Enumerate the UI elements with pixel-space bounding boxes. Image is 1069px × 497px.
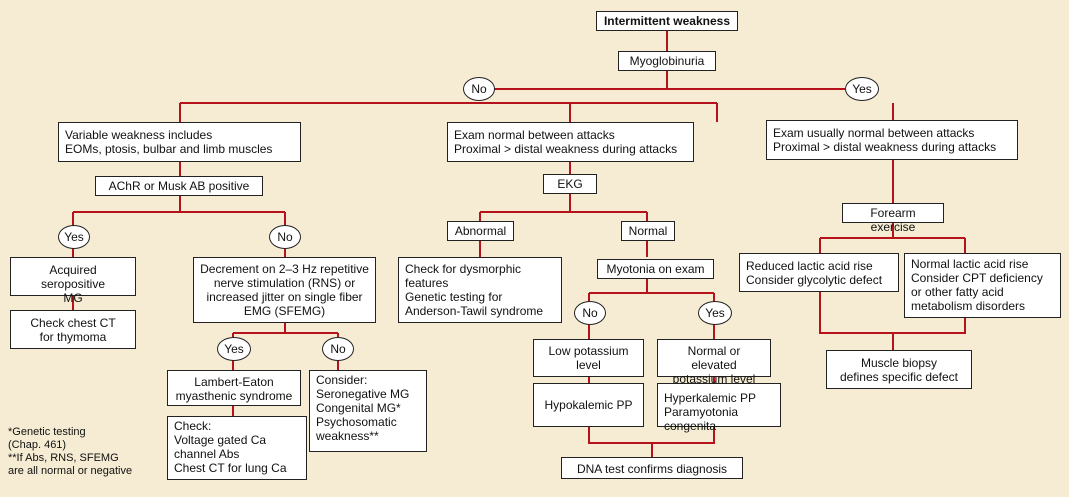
- normal-box: Normal: [621, 221, 675, 241]
- myotonia-box: Myotonia on exam: [597, 259, 714, 279]
- exam-usually-normal-box: Exam usually normal between attacks Prox…: [766, 120, 1018, 160]
- forearm-exercise-box: Forearm exercise: [842, 203, 944, 234]
- hypokalemic-box: Hypokalemic PP: [533, 383, 644, 427]
- check-vgcc-box: Check: Voltage gated Ca channel Abs Ches…: [167, 416, 307, 480]
- decrement-rns-box: Decrement on 2–3 Hz repetitive nerve sti…: [193, 257, 376, 323]
- ekg-box: EKG: [543, 174, 597, 194]
- achr-yes-oval: Yes: [58, 225, 90, 249]
- hyperkalemic-box: Hyperkalemic PP Paramyotonia congenita: [657, 383, 781, 433]
- decrement-no-oval: No: [322, 337, 354, 361]
- consider-box: Consider: Seronegative MG Congenital MG*…: [309, 370, 427, 452]
- low-potassium-box: Low potassium level: [533, 339, 644, 377]
- exam-normal-box: Exam normal between attacks Proximal > d…: [447, 122, 694, 162]
- reduced-lactic-box: Reduced lactic acid rise Consider glycol…: [739, 253, 899, 292]
- myoglobinuria-yes-oval: Yes: [845, 77, 879, 101]
- achr-no-oval: No: [269, 225, 301, 249]
- myotonia-no-oval: No: [574, 301, 606, 325]
- myoglobinuria-box: Myoglobinuria: [618, 51, 716, 71]
- dna-test-box: DNA test confirms diagnosis: [561, 457, 743, 479]
- footnote: *Genetic testing (Chap. 461) **If Abs, R…: [8, 426, 133, 477]
- decrement-yes-oval: Yes: [217, 337, 251, 361]
- muscle-biopsy-box: Muscle biopsy defines specific defect: [826, 350, 972, 389]
- myoglobinuria-no-oval: No: [463, 77, 495, 101]
- intermittent-weakness-box: Intermittent weakness: [596, 11, 738, 31]
- dysmorphic-box: Check for dysmorphic features Genetic te…: [398, 257, 562, 323]
- normal-elevated-potassium-box: Normal or elevated potassium level: [657, 339, 771, 386]
- lambert-eaton-box: Lambert-Eaton myasthenic syndrome: [167, 370, 301, 406]
- myotonia-yes-oval: Yes: [698, 301, 732, 325]
- achr-musk-box: AChR or Musk AB positive: [95, 176, 263, 196]
- normal-lactic-box: Normal lactic acid rise Consider CPT def…: [904, 253, 1061, 318]
- variable-weakness-box: Variable weakness includes EOMs, ptosis,…: [58, 122, 301, 162]
- chest-ct-thymoma-box: Check chest CT for thymoma: [10, 310, 136, 349]
- acquired-seropositive-box: Acquired seropositive MG: [10, 257, 136, 305]
- abnormal-box: Abnormal: [447, 221, 514, 241]
